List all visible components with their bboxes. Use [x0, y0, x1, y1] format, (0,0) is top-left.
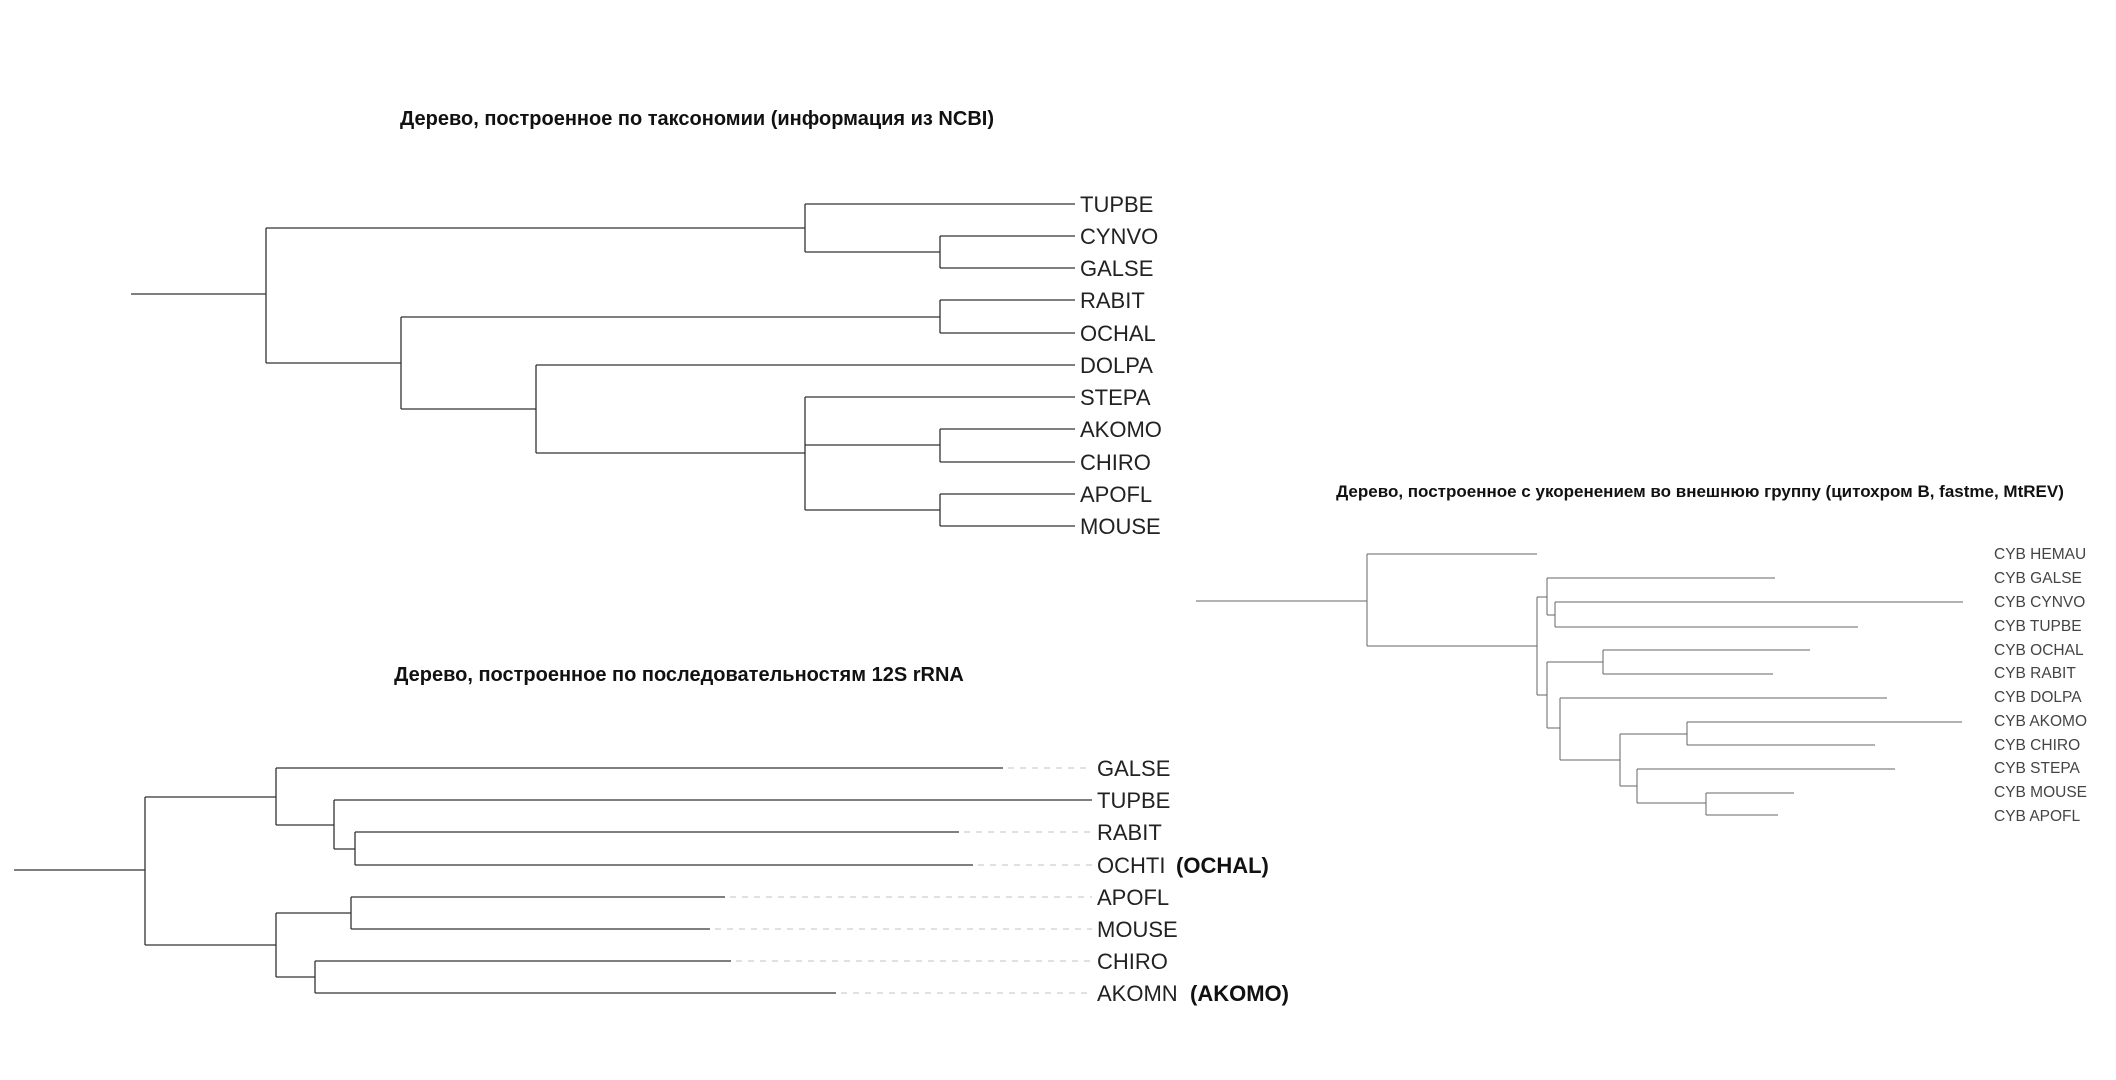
- leaf-label-cyb-galse: CYB GALSE: [1994, 570, 2082, 587]
- leaf-label-apofl: APOFL: [1080, 482, 1152, 507]
- leaf-label-chiro: CHIRO: [1097, 949, 1168, 974]
- leaf-label-cyb-tupbe: CYB TUPBE: [1994, 618, 2082, 635]
- leaf-label-cyb-hemau: CYB HEMAU: [1994, 546, 2086, 563]
- leaf-label-cyb-dolpa: CYB DOLPA: [1994, 689, 2082, 706]
- leaf-label-cyb-mouse: CYB MOUSE: [1994, 784, 2087, 801]
- leaf-label-akomn: AKOMN: [1097, 981, 1178, 1006]
- leaf-label-rabit: RABIT: [1097, 820, 1162, 845]
- leaf-label-apofl: APOFL: [1097, 885, 1169, 910]
- leaf-label-mouse: MOUSE: [1097, 917, 1178, 942]
- leaf-label-galse: GALSE: [1080, 256, 1153, 281]
- leaf-note-ochal: (OCHAL): [1176, 853, 1269, 878]
- taxonomy-tree-title: Дерево, построенное по таксономии (инфор…: [400, 108, 994, 130]
- leaf-label-stepa: STEPA: [1080, 385, 1151, 410]
- leaf-label-mouse: MOUSE: [1080, 514, 1161, 539]
- leaf-label-cyb-rabit: CYB RABIT: [1994, 665, 2076, 682]
- cytb-tree-leaves: CYB HEMAU CYB GALSE CYB CYNVO CYB TUPBE …: [1994, 546, 2087, 825]
- leaf-label-cyb-chiro: CYB CHIRO: [1994, 737, 2080, 754]
- leaf-label-tupbe: TUPBE: [1080, 192, 1153, 217]
- leaf-label-cyb-apofl: CYB APOFL: [1994, 808, 2081, 825]
- leaf-label-galse: GALSE: [1097, 756, 1170, 781]
- leaf-label-ochal: OCHAL: [1080, 321, 1156, 346]
- rrna-tree: Дерево, построенное по последовательност…: [14, 664, 1289, 1006]
- leaf-label-cyb-ochal: CYB OCHAL: [1994, 642, 2084, 659]
- leaf-note-akomo: (AKOMO): [1190, 981, 1289, 1006]
- cytb-tree-branches: [1196, 553, 1963, 816]
- rrna-tree-leaves: GALSE TUPBE RABIT OCHTI (OCHAL) APOFL MO…: [1097, 756, 1289, 1006]
- rrna-tree-branches: [14, 767, 1092, 994]
- leaf-label-rabit: RABIT: [1080, 288, 1145, 313]
- cytb-tree-title: Дерево, построенное с укоренением во вне…: [1336, 482, 2064, 501]
- leaf-label-cyb-cynvo: CYB CYNVO: [1994, 594, 2085, 611]
- leaf-label-akomo: AKOMO: [1080, 417, 1162, 442]
- taxonomy-tree: Дерево, построенное по таксономии (инфор…: [131, 108, 1162, 539]
- taxonomy-tree-leaves: TUPBE CYNVO GALSE RABIT OCHAL DOLPA STEP…: [1080, 192, 1162, 539]
- rrna-tree-title: Дерево, построенное по последовательност…: [394, 664, 964, 686]
- leaf-label-cynvo: CYNVO: [1080, 224, 1158, 249]
- cytb-tree: Дерево, построенное с укоренением во вне…: [1196, 482, 2087, 825]
- leaf-label-cyb-akomo: CYB AKOMO: [1994, 713, 2087, 730]
- taxonomy-tree-branches: [131, 203, 1075, 527]
- leaf-label-ochti: OCHTI: [1097, 853, 1165, 878]
- rrna-tree-leader-lines: [715, 767, 1092, 994]
- leaf-label-tupbe: TUPBE: [1097, 788, 1170, 813]
- leaf-label-chiro: CHIRO: [1080, 450, 1151, 475]
- leaf-label-dolpa: DOLPA: [1080, 353, 1153, 378]
- leaf-label-cyb-stepa: CYB STEPA: [1994, 760, 2081, 777]
